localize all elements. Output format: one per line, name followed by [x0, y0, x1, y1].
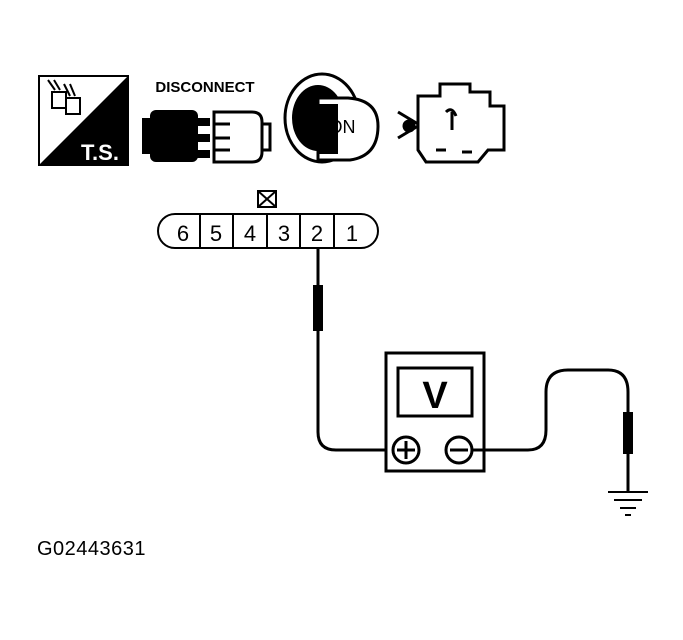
- pin-2-label: 2: [311, 221, 323, 246]
- connector-female-icon: [212, 110, 272, 164]
- ignition-on-label: ON: [329, 117, 356, 137]
- ignition-on-icon: ON: [283, 72, 380, 164]
- pin-6-label: 6: [177, 221, 189, 246]
- voltmeter: V: [384, 351, 486, 473]
- negative-terminal-icon: [444, 435, 474, 465]
- pin-5-label: 5: [210, 221, 222, 246]
- disconnect-icon: DISCONNECT: [142, 79, 272, 164]
- negative-probe-tip: [623, 412, 633, 454]
- disconnect-label: DISCONNECT: [155, 79, 254, 96]
- ts-label: T.S.: [81, 140, 119, 165]
- harness-connector: 6 5 4 3 2 1: [157, 190, 379, 249]
- pin-3-label: 3: [278, 221, 290, 246]
- connector-sketch-icon: [47, 79, 81, 115]
- ignition-key-icon: [316, 96, 380, 162]
- negative-probe-lead: [472, 368, 633, 492]
- pin-1-label: 1: [346, 221, 358, 246]
- meter-unit-label: V: [422, 375, 448, 417]
- ground-icon: [608, 491, 648, 516]
- positive-terminal-icon: [391, 435, 421, 465]
- positive-probe-lead: [313, 248, 390, 452]
- engine-running-icon: [397, 82, 506, 164]
- figure-id: G02443631: [37, 538, 147, 560]
- connector-male-icon: [142, 110, 210, 162]
- pin-4-label: 4: [244, 221, 256, 246]
- positive-probe-tip: [313, 285, 323, 331]
- meter-display: [396, 366, 474, 418]
- troubleshooting-icon: T.S.: [38, 75, 129, 166]
